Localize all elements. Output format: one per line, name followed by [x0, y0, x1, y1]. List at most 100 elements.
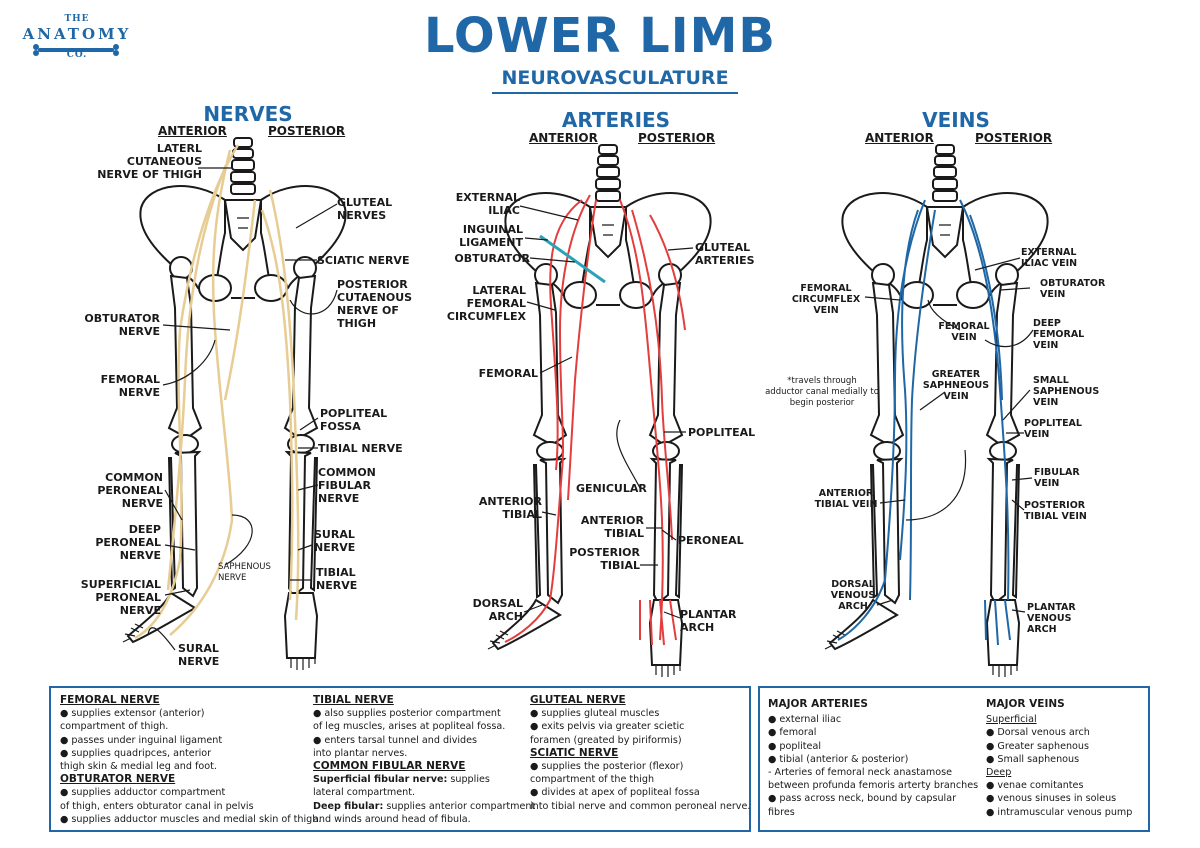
note-bold: Superficial fibular nerve:: [313, 774, 448, 786]
label-deep-femoral-vein: DEEP FEMORAL VEIN: [1033, 318, 1085, 351]
note-line: ● tibial (anterior & posterior): [768, 753, 909, 765]
nerves-posterior-label: POSTERIOR: [268, 124, 346, 138]
note-line: ● supplies gluteal muscles: [530, 708, 660, 720]
note-line: ● external iliac: [768, 714, 842, 726]
note-line: of leg muscles, arises at popliteal foss…: [313, 721, 506, 733]
veins-heading: VEINS: [922, 108, 990, 132]
note-adductor-canal: *travels through adductor canal medially…: [765, 376, 879, 408]
label-common-fibular-nerve: COMMON FIBULAR NERVE: [318, 466, 376, 505]
label-gluteal-nerves: GLUTEAL NERVES: [337, 196, 393, 222]
label-femoral-nerve: FEMORAL NERVE: [100, 373, 160, 399]
page-title: LOWER LIMB: [424, 8, 776, 64]
note-line: ● pass across neck, bound by capsular: [768, 793, 957, 805]
note-line: ● Greater saphenous: [986, 740, 1090, 752]
note-line: ● intramuscular venous pump: [986, 806, 1133, 818]
label-anterior-tibial-artery-mid: ANTERIOR TIBIAL: [580, 514, 644, 540]
label-saphenous-nerve: SAPHENOUS NERVE: [218, 562, 271, 583]
note-line: - Arteries of femoral neck anastamose: [768, 767, 953, 779]
note-line: ● divides at apex of popliteal fossa: [530, 787, 700, 799]
note-heading: COMMON FIBULAR NERVE: [313, 760, 466, 773]
label-external-iliac-vein: EXTERNAL ILIAC VEIN: [1021, 247, 1078, 269]
brand-logo: THE ANATOMY CO.: [18, 12, 136, 62]
label-dorsal-arch: DORSAL ARCH: [472, 597, 523, 623]
label-posterior-tibial-artery: POSTERIOR TIBIAL: [569, 546, 640, 572]
logo-the: THE: [64, 14, 90, 24]
note-heading: MAJOR VEINS: [986, 698, 1065, 710]
label-lateral-femoral-circumflex: LATERAL FEMORAL CIRCUMFLEX: [446, 284, 526, 323]
note-line: ● also supplies posterior compartment: [313, 708, 501, 720]
note-line: ● supplies extensor (anterior): [60, 708, 205, 720]
label-sural-nerve-posterior: SURAL NERVE: [314, 528, 356, 554]
logo-anatomy: ANATOMY: [22, 25, 132, 43]
note-line: ● supplies the posterior (flexor): [530, 761, 684, 773]
nerve-notes-box: FEMORAL NERVE ● supplies extensor (anteri…: [49, 686, 751, 832]
note-line: ● supplies adductor compartment: [60, 787, 226, 799]
arteries-posterior-label: POSTERIOR: [638, 131, 716, 145]
label-popliteal-fossa: POPLITEAL FOSSA: [320, 407, 388, 433]
label-sural-nerve-anterior: SURAL NERVE: [178, 642, 220, 668]
arteries-anterior-label: ANTERIOR: [529, 131, 598, 145]
note-line: ● Small saphenous: [986, 753, 1080, 765]
note-heading: FEMORAL NERVE: [60, 694, 160, 706]
page-subtitle: NEUROVASCULATURE: [501, 67, 729, 89]
note-line: into tibial nerve and common peroneal ne…: [530, 800, 751, 812]
label-deep-peroneal-nerve: DEEP PERONEAL NERVE: [95, 523, 161, 562]
vein-paths: [837, 199, 1011, 646]
label-inguinal-ligament: INGUINAL LIGAMENT: [459, 223, 523, 249]
label-obturator-nerve: OBTURATOR NERVE: [84, 312, 160, 338]
note-line: ● popliteal: [768, 740, 822, 752]
note-line: of thigh, enters obturator canal in pelv…: [60, 800, 254, 812]
label-femoral-vein: FEMORAL VEIN: [938, 321, 990, 343]
leader-lines: [147, 167, 1034, 651]
label-common-peroneal-nerve: COMMON PERONEAL NERVE: [97, 471, 163, 510]
note-line: into plantar nerves.: [313, 747, 408, 759]
note-line: ● Dorsal venous arch: [986, 727, 1090, 739]
label-posterior-tibial-vein: POSTERIOR TIBIAL VEIN: [1024, 500, 1087, 522]
label-femoral-artery: FEMORAL: [478, 367, 538, 380]
note-text: supplies: [447, 774, 490, 786]
note-line: ● passes under inguinal ligament: [60, 734, 223, 746]
label-dorsal-venous-arch: DORSAL VENOUS ARCH: [830, 579, 876, 612]
note-line: foramen (greated by piriformis): [530, 734, 682, 746]
vessel-notes-box: MAJOR ARTERIES● external iliac● femoral●…: [758, 686, 1150, 832]
inguinal-ligament: [539, 234, 606, 284]
label-gluteal-arteries: GLUTEAL ARTERIES: [695, 241, 755, 267]
logo-co: CO.: [66, 50, 88, 60]
note-line: compartment of thigh.: [60, 721, 169, 733]
nerves-anterior-label: ANTERIOR: [158, 124, 227, 138]
label-superficial-peroneal-nerve: SUPERFICIAL PERONEAL NERVE: [80, 578, 161, 617]
label-anterior-tibial-vein: ANTERIOR TIBIAL VEIN: [814, 488, 878, 510]
note-line: fibres: [768, 806, 795, 818]
note-subheading: Deep: [986, 767, 1012, 779]
bone-logo-icon: [33, 44, 119, 56]
label-popliteal-artery: POPLITEAL: [688, 426, 756, 439]
veins-anterior-label: ANTERIOR: [865, 131, 934, 145]
note-line: thigh skin & medial leg and foot.: [60, 761, 217, 773]
veins-posterior-label: POSTERIOR: [975, 131, 1053, 145]
label-posterior-cutaneous-nerve: POSTERIOR CUTAENOUS NERVE OF THIGH: [337, 278, 413, 330]
note-bold: Deep fibular:: [313, 800, 384, 812]
note-line: lateral compartment.: [313, 787, 416, 799]
label-external-iliac-artery: EXTERNAL ILIAC: [455, 191, 520, 217]
note-line: ● enters tarsal tunnel and divides: [313, 734, 478, 746]
nerves-paths: [134, 144, 300, 640]
note-heading: SCIATIC NERVE: [530, 746, 619, 759]
nerves-heading: NERVES: [203, 102, 293, 126]
label-obturator-vein: OBTURATOR VEIN: [1040, 278, 1106, 300]
note-line: ● supplies quadripces, anterior: [60, 747, 212, 759]
note-line: compartment of the thigh: [530, 774, 655, 786]
subtitle-underline: [492, 92, 738, 94]
note-heading: MAJOR ARTERIES: [768, 698, 868, 710]
label-genicular-artery: GENICULAR: [576, 482, 647, 495]
label-plantar-arch: PLANTAR ARCH: [680, 608, 737, 634]
label-tibial-nerve-lower: TIBIAL NERVE: [316, 566, 358, 592]
artery-paths: [504, 194, 686, 646]
label-popliteal-vein: POPLITEAL VEIN: [1024, 418, 1082, 440]
label-small-saphenous-vein: SMALL SAPHENOUS VEIN: [1033, 375, 1100, 408]
label-lateral-cutaneous-nerve: LATERL CUTANEOUS NERVE OF THIGH: [97, 142, 202, 181]
note-line: and winds around head of fibula.: [313, 813, 471, 825]
note-line: ● venae comitantes: [986, 780, 1084, 792]
note-line: between profunda femoris arterty branche…: [768, 780, 979, 792]
note-line: ● femoral: [768, 727, 817, 739]
